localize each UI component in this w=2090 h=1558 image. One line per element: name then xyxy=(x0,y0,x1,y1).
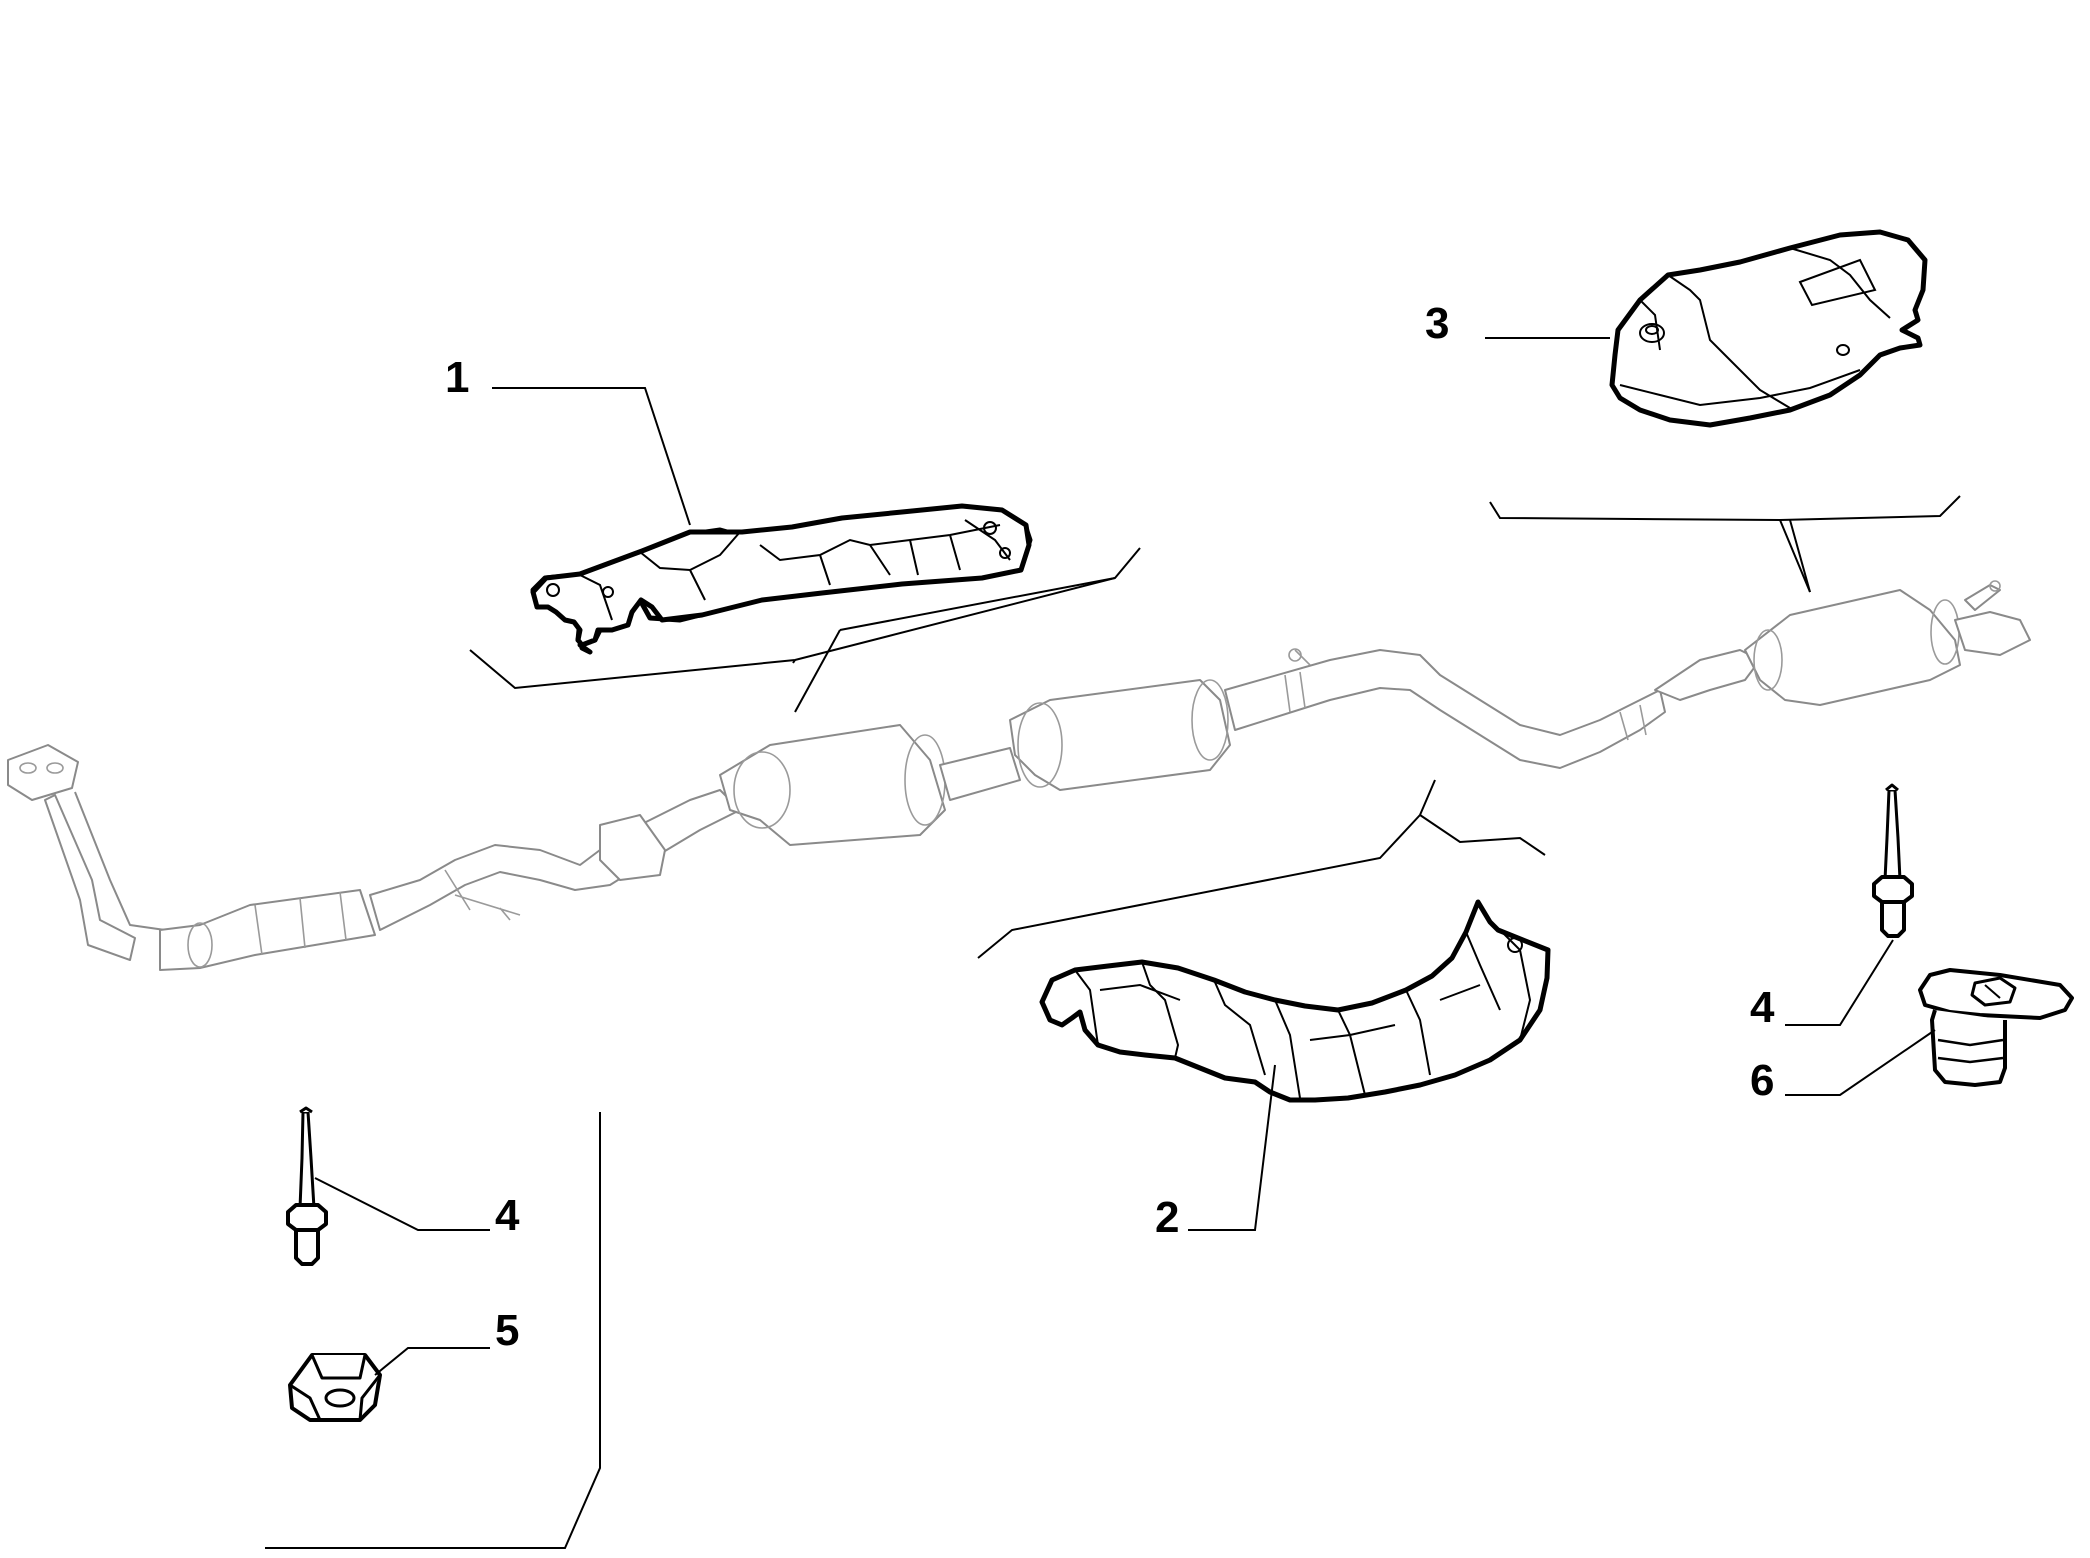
callout-bracket-2 xyxy=(977,779,1546,959)
callout-6: 6 xyxy=(1750,1056,1774,1105)
cage-nut xyxy=(288,1353,382,1422)
callout-bracket-4-5 xyxy=(265,1112,601,1549)
front-flange xyxy=(7,744,79,801)
exhaust-system xyxy=(7,580,2031,971)
callout-2: 2 xyxy=(1155,1193,1179,1242)
callout-5: 5 xyxy=(495,1306,519,1355)
rivet-right xyxy=(1872,783,1914,938)
callout-bracket-3 xyxy=(1489,495,1961,593)
heat-shield-front xyxy=(530,503,1033,655)
grommet-plug xyxy=(1918,968,2074,1087)
heat-shield-rear xyxy=(1039,899,1551,1103)
leader-lines xyxy=(314,337,1936,1376)
callout-4-left: 4 xyxy=(495,1191,520,1240)
callout-bracket-1 xyxy=(469,547,1141,713)
callout-4-right: 4 xyxy=(1750,983,1775,1032)
rivet-left xyxy=(286,1106,328,1266)
heat-shield-silencer xyxy=(1609,229,1928,428)
callout-3: 3 xyxy=(1425,299,1449,348)
callout-1: 1 xyxy=(445,353,469,402)
